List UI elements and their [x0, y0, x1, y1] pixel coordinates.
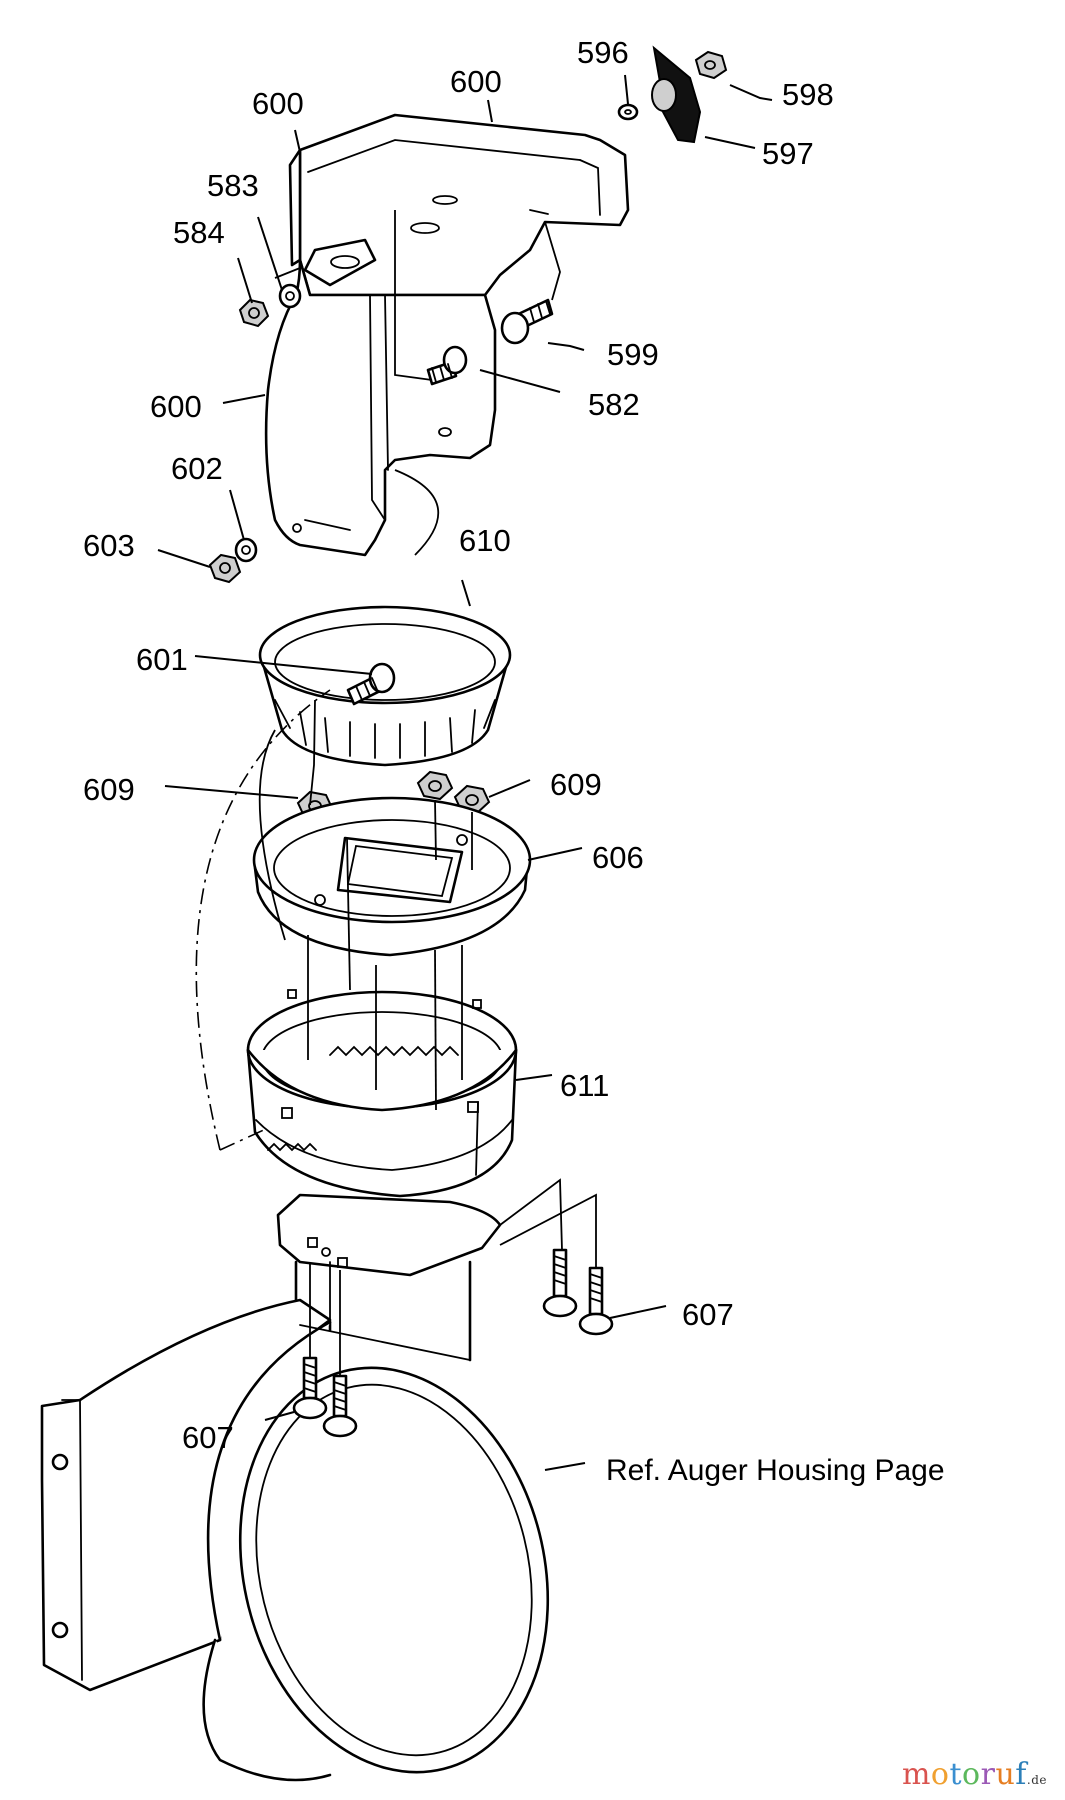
- watermark-tld: .de: [1026, 1773, 1047, 1787]
- watermark-char: o: [962, 1757, 981, 1792]
- mount-plate: [276, 1193, 502, 1277]
- watermark-char: u: [995, 1757, 1016, 1792]
- label-603: 603: [83, 528, 135, 563]
- washer-602: [234, 537, 258, 563]
- nut-584: [238, 298, 270, 328]
- label-607-right: 607: [682, 1297, 734, 1332]
- label-611: 611: [560, 1068, 609, 1103]
- label-601: 601: [136, 642, 188, 677]
- label-609-right: 609: [550, 767, 602, 802]
- label-600-side: 600: [150, 389, 202, 424]
- bolt-582: [426, 345, 468, 386]
- label-584: 584: [173, 215, 225, 250]
- label-600-left: 600: [252, 86, 304, 121]
- label-597: 597: [762, 136, 814, 171]
- label-ref-auger-housing: Ref. Auger Housing Page: [606, 1454, 945, 1487]
- watermark-char: t: [949, 1757, 963, 1792]
- label-582: 582: [588, 387, 640, 422]
- label-610: 610: [459, 523, 511, 558]
- label-600-top: 600: [450, 64, 502, 99]
- nut-603: [208, 553, 242, 584]
- label-583: 583: [207, 168, 259, 203]
- washer-583: [278, 283, 302, 309]
- watermark-char: o: [930, 1757, 950, 1792]
- auger-housing-part: [40, 1260, 550, 1782]
- watermark-char: r: [980, 1757, 996, 1792]
- label-602: 602: [171, 451, 223, 486]
- assembly-guides: [195, 210, 597, 1376]
- screw-607-a: [542, 1248, 578, 1318]
- knob-597: [651, 45, 702, 144]
- watermark-char: m: [901, 1757, 931, 1792]
- ring-606: [252, 796, 532, 957]
- carriage-bolt-599: [500, 298, 554, 345]
- leader-lines: [157, 74, 773, 1471]
- motoruf-watermark: motoruf.de: [902, 1757, 1047, 1792]
- bolt-601: [346, 662, 396, 706]
- nut-598: [694, 50, 728, 80]
- label-599: 599: [607, 337, 659, 372]
- bracket-slot-part: [303, 238, 377, 287]
- label-609-left: 609: [83, 772, 135, 807]
- label-598: 598: [782, 77, 834, 112]
- watermark-char: f: [1015, 1757, 1027, 1792]
- label-606: 606: [592, 840, 644, 875]
- nut-609-c: [416, 770, 454, 801]
- gear-ring-611: [246, 989, 518, 1198]
- washer-596: [617, 103, 639, 121]
- screw-607-b: [578, 1266, 614, 1336]
- chute-body-part: [264, 258, 497, 557]
- part-labels: 600 600 596 598 597 583 584 599 582 600 …: [83, 35, 945, 1487]
- label-607-left: 607: [182, 1420, 234, 1455]
- screw-607-c: [292, 1356, 328, 1420]
- label-596: 596: [577, 35, 629, 70]
- ring-610: [258, 605, 512, 767]
- screw-607-d: [322, 1374, 358, 1438]
